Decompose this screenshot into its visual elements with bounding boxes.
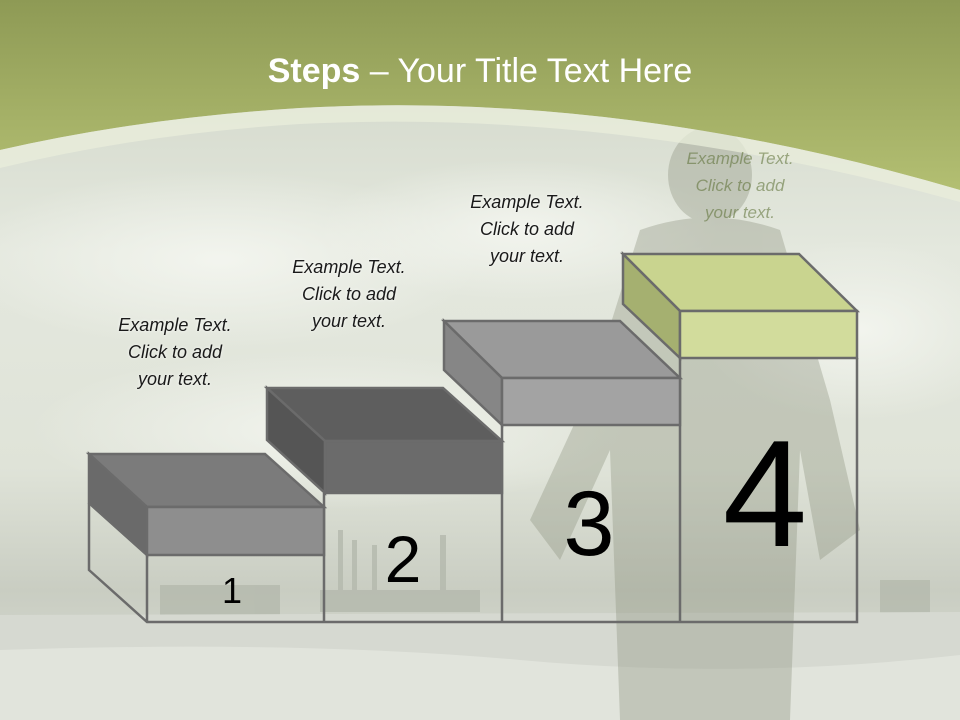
step-3-text[interactable]: Example Text. Click to add your text. [442, 189, 612, 270]
step-3-number: 3 [563, 473, 615, 575]
step-2-line-1: Example Text. [292, 257, 406, 277]
slide-title[interactable]: Steps – Your Title Text Here [0, 52, 960, 91]
title-keyword: Steps [267, 52, 361, 90]
step-2-line-3: your text. [311, 311, 387, 331]
step-3-line-1: Example Text. [470, 192, 584, 212]
step-4-line-3: your text. [705, 203, 775, 222]
step-1-line-3: your text. [137, 369, 213, 389]
step-box-3 [440, 318, 684, 428]
step-2-line-2: Click to add [301, 284, 397, 304]
step-4-line-1: Example Text. [686, 149, 794, 168]
step-1-line-1: Example Text. [118, 315, 232, 335]
factory-silhouette [160, 530, 930, 615]
step-2-text[interactable]: Example Text. Click to add your text. [264, 254, 434, 335]
step-1-text[interactable]: Example Text. Click to add your text. [90, 312, 260, 393]
step-4-text[interactable]: Example Text. Click to add your text. [655, 145, 825, 226]
step-3-line-3: your text. [489, 246, 565, 266]
step-box-1 [85, 451, 328, 558]
step-2-number: 2 [384, 522, 422, 596]
title-dash: – [360, 52, 398, 90]
step-box-2 [263, 385, 506, 496]
step-1-number: 1 [221, 570, 243, 611]
title-text: Your Title Text Here [397, 52, 693, 90]
step-box-4 [619, 250, 861, 361]
step-3-line-2: Click to add [479, 219, 575, 239]
step-4-line-2: Click to add [695, 176, 785, 195]
step-4-number: 4 [722, 409, 808, 579]
step-1-line-2: Click to add [127, 342, 223, 362]
